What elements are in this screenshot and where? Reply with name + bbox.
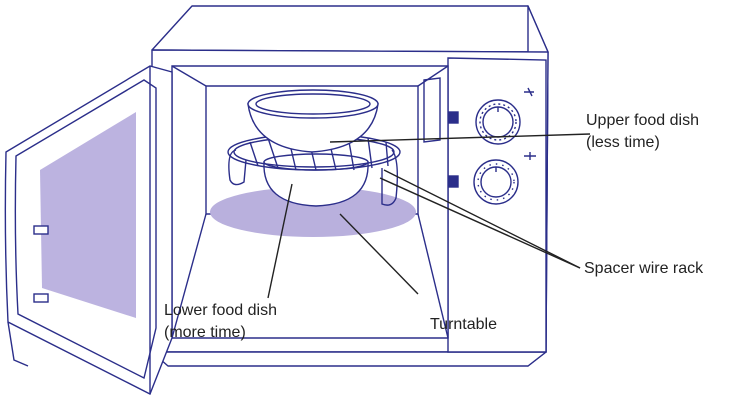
label-upper-food-dish-line2: (less time) <box>586 134 660 151</box>
power-indicator-square <box>448 111 459 124</box>
leader-spacer-rack <box>383 169 581 269</box>
cavity-edge-bottomright <box>417 213 449 339</box>
timer-indicator-square <box>448 175 459 188</box>
door-latch-lower <box>33 293 49 303</box>
turntable-plate <box>210 187 416 237</box>
label-lower-food-dish: Lower food dish (more time) <box>164 300 277 344</box>
door-window <box>40 112 136 318</box>
rack-leg-right <box>381 149 399 206</box>
cabinet-top <box>151 5 549 53</box>
upper-food-dish <box>247 89 379 153</box>
rack-leg-left <box>228 149 247 186</box>
rack-bars <box>249 135 389 171</box>
timer-dial-ticks <box>477 163 515 201</box>
cavity-edge-topleft <box>171 65 207 87</box>
leader-upper-dish <box>329 133 591 143</box>
label-lower-food-dish-line1: Lower food dish <box>164 302 277 319</box>
leader-lower-dish <box>267 183 293 299</box>
dial-symbol-top <box>524 87 534 97</box>
control-panel <box>447 57 547 353</box>
cavity-vent <box>423 77 441 143</box>
microwave-door <box>4 65 173 395</box>
label-spacer-wire-rack: Spacer wire rack <box>584 258 703 280</box>
cavity-edge-bottomleft <box>171 213 207 339</box>
power-dial-ticks <box>479 103 517 141</box>
door-latch-upper <box>33 225 49 235</box>
leader-turntable <box>339 213 419 295</box>
cavity-edge-topright <box>417 65 449 87</box>
label-spacer-wire-rack-line1: Spacer wire rack <box>584 260 704 277</box>
label-upper-food-dish-line1: Upper food dish <box>586 112 699 129</box>
leader-spacer-rack-2 <box>379 177 581 269</box>
cabinet-base <box>151 351 547 367</box>
label-turntable-line1: Turntable <box>430 316 497 333</box>
timer-dial <box>473 159 519 205</box>
label-upper-food-dish: Upper food dish (less time) <box>586 110 699 154</box>
leader-lines <box>267 133 591 299</box>
label-lower-food-dish-line2: (more time) <box>164 324 246 341</box>
label-turntable: Turntable <box>430 314 497 336</box>
dial-symbol-bottom <box>524 152 536 160</box>
door-hinge-mark <box>7 321 29 367</box>
